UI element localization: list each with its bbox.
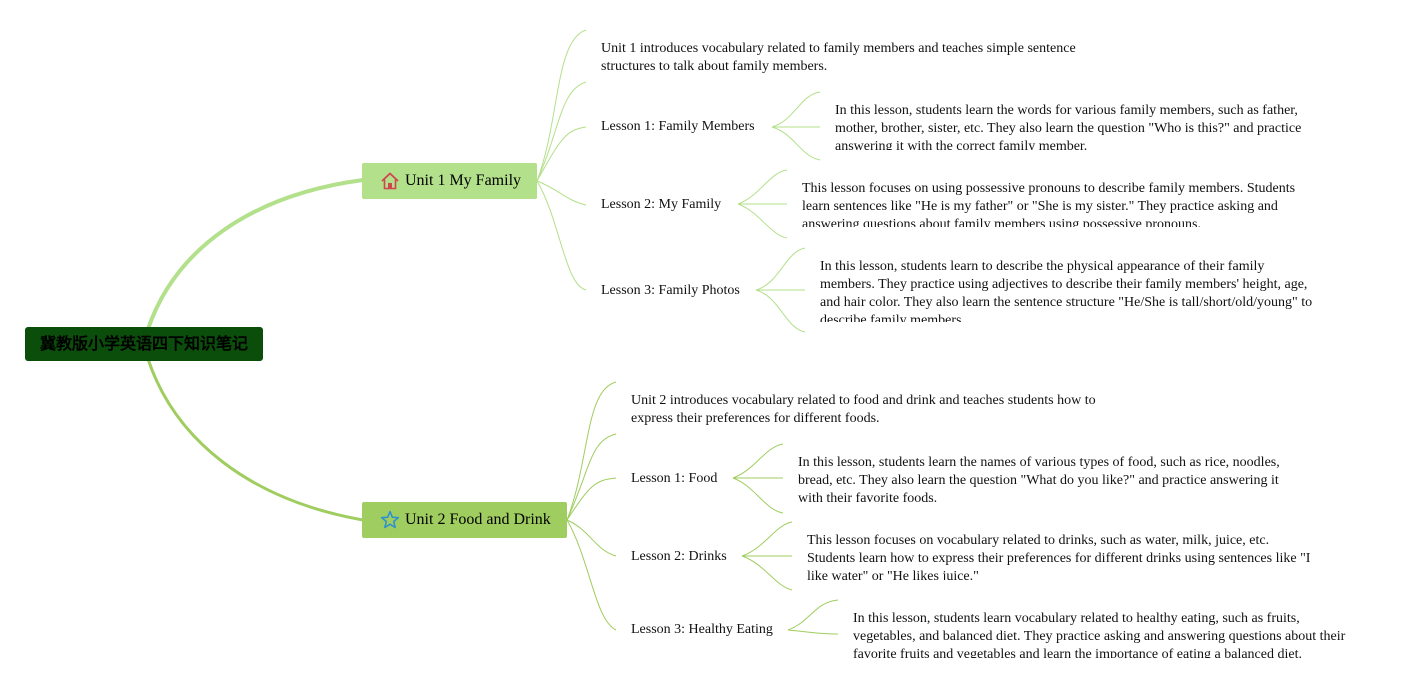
unit-2-lesson-2[interactable]: Lesson 2: Drinks xyxy=(631,549,727,564)
house-icon xyxy=(380,171,400,191)
unit-2-lesson-2-description: This lesson focuses on vocabulary relate… xyxy=(807,533,1311,580)
unit-2-lesson-1[interactable]: Lesson 1: Food xyxy=(631,471,718,486)
unit2-connectors xyxy=(566,381,617,631)
branch-root-unit2 xyxy=(146,358,364,522)
unit-2-summary: Unit 2 introduces vocabulary related to … xyxy=(631,393,1096,425)
unit-2-node[interactable]: Unit 2 Food and Drink xyxy=(362,502,567,538)
unit-2-lesson-3-description: In this lesson, students learn vocabular… xyxy=(853,611,1346,658)
unit-1-lesson-2[interactable]: Lesson 2: My Family xyxy=(601,197,722,212)
star-icon xyxy=(380,510,400,530)
branch-root-unit1 xyxy=(146,178,364,330)
unit-1-lesson-1[interactable]: Lesson 1: Family Members xyxy=(601,119,755,134)
unit-1-summary: Unit 1 introduces vocabulary related to … xyxy=(601,41,1076,73)
unit-1-title: Unit 1 My Family xyxy=(405,172,522,189)
unit-1-lesson-3-description: In this lesson, students learn to descri… xyxy=(820,259,1313,322)
root-node[interactable]: 冀教版小学英语四下知识笔记 xyxy=(25,327,263,361)
unit-2-title: Unit 2 Food and Drink xyxy=(405,511,551,528)
unit1-connectors xyxy=(536,29,587,291)
unit-1-node[interactable]: Unit 1 My Family xyxy=(362,163,537,199)
unit1-lesson-fans xyxy=(737,91,821,333)
unit-2-lesson-3[interactable]: Lesson 3: Healthy Eating xyxy=(631,622,773,637)
unit-1-lesson-3[interactable]: Lesson 3: Family Photos xyxy=(601,283,740,298)
unit-1-lesson-1-description: In this lesson, students learn the words… xyxy=(835,103,1302,150)
unit-1-lesson-2-description: This lesson focuses on using possessive … xyxy=(802,181,1296,227)
unit2-lesson-fans xyxy=(732,443,839,635)
unit-2-lesson-1-description: In this lesson, students learn the names… xyxy=(798,455,1280,502)
